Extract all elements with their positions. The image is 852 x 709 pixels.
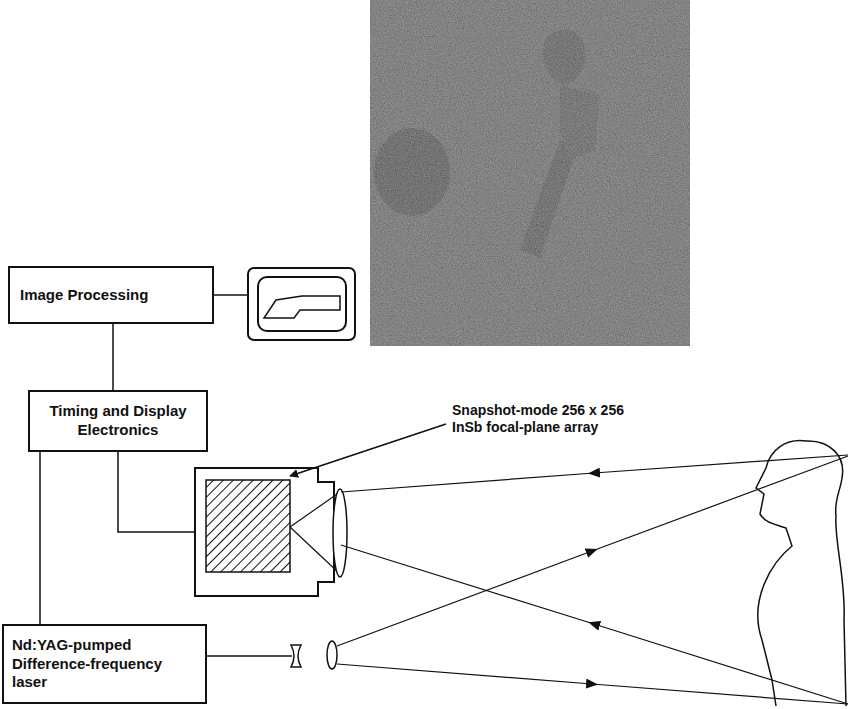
outgoing-ray bbox=[337, 456, 848, 646]
camera-housing bbox=[195, 468, 347, 596]
process-box: Timing and Display Electronics bbox=[28, 390, 208, 452]
laser-image-photo bbox=[370, 0, 690, 346]
screen-profile bbox=[264, 296, 340, 318]
camera-body bbox=[195, 468, 334, 596]
camera-wire bbox=[118, 452, 195, 532]
leader-arrow bbox=[290, 424, 446, 476]
outgoing-ray bbox=[337, 664, 848, 704]
laser-beam bbox=[207, 655, 292, 657]
focal-plane-array bbox=[206, 480, 290, 572]
connector-layer bbox=[40, 324, 113, 624]
monitor-screen bbox=[258, 277, 346, 331]
collimating-lens bbox=[327, 641, 337, 669]
process-box: Image Processing bbox=[8, 266, 214, 324]
display-wire bbox=[214, 294, 248, 296]
camera-lens bbox=[333, 489, 347, 577]
box-text: Timing and Display Electronics bbox=[38, 402, 198, 440]
photo-ground bbox=[370, 0, 690, 346]
callout-label: Snapshot-mode 256 x 256 InSb focal-plane… bbox=[452, 402, 652, 436]
signal-line bbox=[112, 324, 114, 390]
return-ray bbox=[341, 455, 848, 492]
photo-grain bbox=[370, 0, 690, 346]
monitor-icon bbox=[248, 268, 355, 340]
monitor-case bbox=[248, 268, 355, 340]
box-text: Image Processing bbox=[20, 286, 202, 305]
signal-line bbox=[39, 452, 41, 624]
box-text: Nd:YAG-pumped Difference-frequency laser bbox=[12, 636, 197, 692]
diverging-lens bbox=[291, 645, 301, 667]
person-outline bbox=[756, 441, 846, 706]
process-box: Nd:YAG-pumped Difference-frequency laser bbox=[2, 624, 207, 704]
